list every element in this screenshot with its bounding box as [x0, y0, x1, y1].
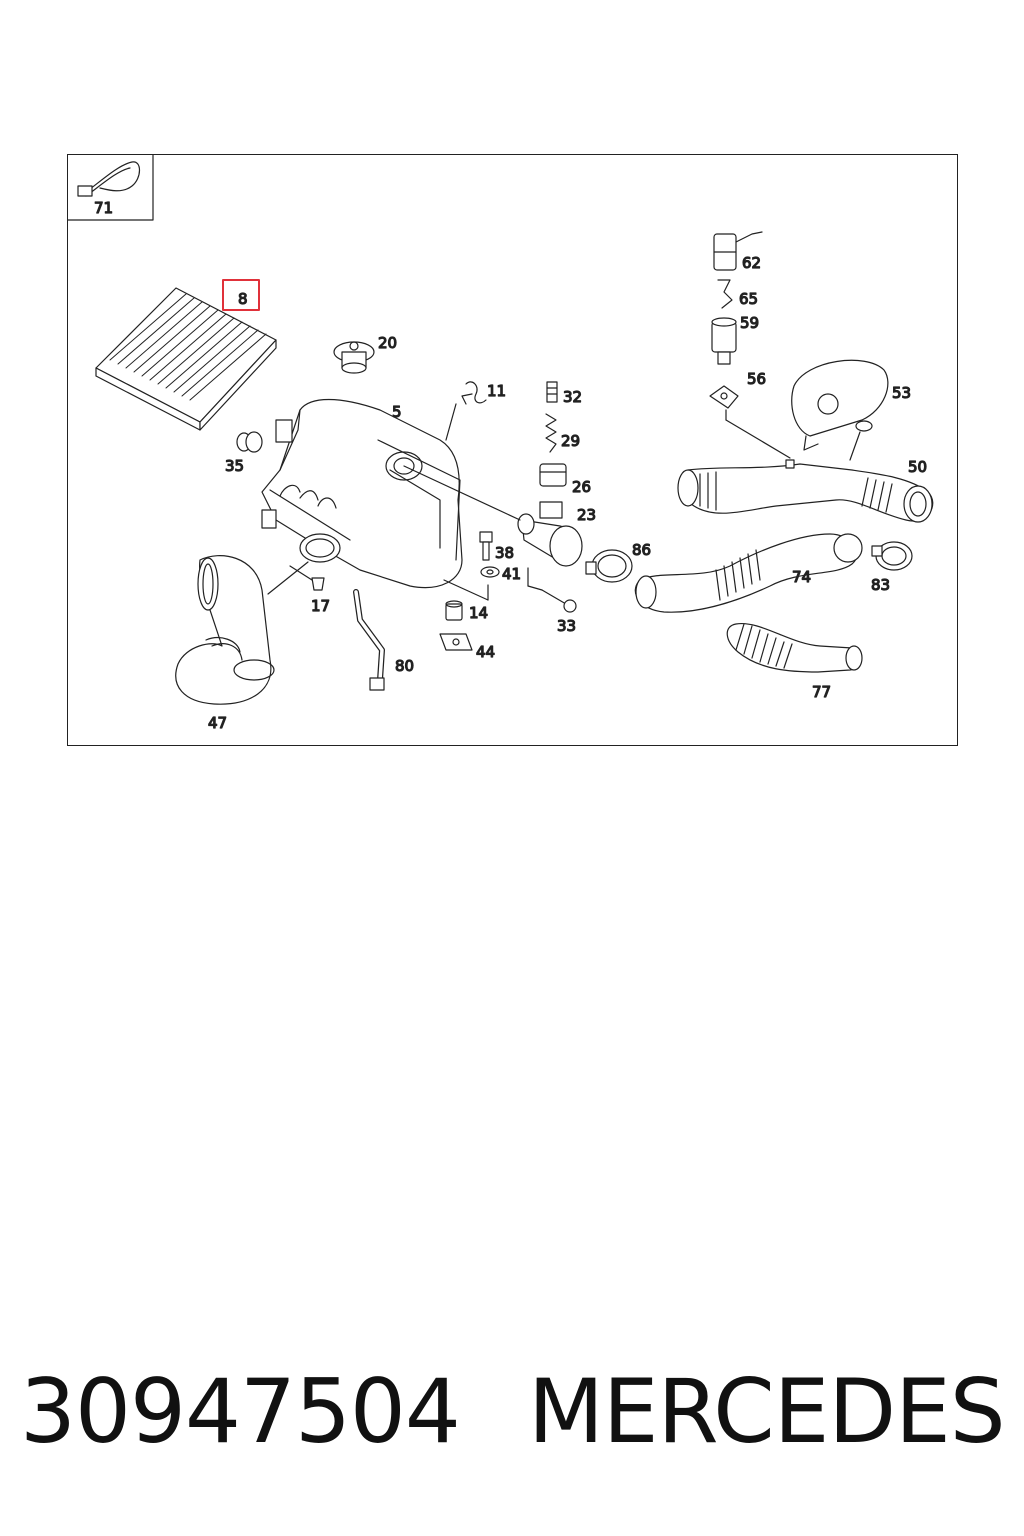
callout-50: 50 [908, 458, 927, 476]
callout-62: 62 [742, 254, 761, 272]
part-47-intake-duct [175, 555, 309, 705]
part-11-clip [445, 381, 487, 441]
part-74-hose [634, 533, 863, 613]
part-41-washer [480, 566, 500, 578]
part-83-clamp [871, 541, 913, 571]
callout-35: 35 [225, 457, 244, 475]
part-32-pin [546, 381, 558, 403]
part-59-sensor [711, 317, 737, 365]
callout-83: 83 [871, 576, 890, 594]
callout-86: 86 [632, 541, 651, 559]
part-44-bracket [439, 633, 473, 651]
callout-47: 47 [208, 714, 227, 732]
parts-diagram-svg: 71 8 20 11 [67, 154, 934, 733]
part-86-clamp [585, 549, 633, 583]
callout-17: 17 [311, 597, 330, 615]
part-56-clip [709, 385, 791, 459]
part-20-valve [333, 341, 375, 374]
callout-77: 77 [812, 683, 831, 701]
part-14-mount [445, 600, 463, 621]
part-17-nut [289, 565, 325, 591]
part-33-screw [527, 567, 577, 613]
callout-14: 14 [469, 604, 488, 622]
caption: 30947504 MERCEDES [0, 1360, 1024, 1470]
part-number: 30947504 [20, 1360, 461, 1463]
part-53-resonator [791, 359, 889, 461]
callout-23: 23 [577, 506, 596, 524]
part-62-connector [713, 231, 763, 271]
callout-80: 80 [395, 657, 414, 675]
callout-44: 44 [476, 643, 495, 661]
part-29-spring [545, 413, 557, 453]
part-38-bolt [479, 531, 493, 561]
part-80-hose [353, 589, 385, 691]
callout-56: 56 [747, 370, 766, 388]
brand-name: MERCEDES [528, 1360, 1006, 1463]
callout-5: 5 [392, 403, 402, 421]
air-box-housing [261, 398, 463, 589]
callout-41: 41 [502, 565, 521, 583]
callout-33: 33 [557, 617, 576, 635]
part-65-seal [717, 279, 733, 309]
parts-diagram [67, 154, 958, 746]
callout-8: 8 [238, 290, 248, 308]
inset-box-71: 71 [67, 154, 154, 221]
callout-20: 20 [378, 334, 397, 352]
callout-65: 65 [739, 290, 758, 308]
callout-71: 71 [94, 199, 113, 217]
callout-59: 59 [740, 314, 759, 332]
part-77-hose [726, 622, 863, 673]
cable-tie-icon [77, 161, 141, 197]
air-filter-element: 8 [95, 279, 277, 431]
callout-11: 11 [487, 382, 506, 400]
callout-29: 29 [561, 432, 580, 450]
part-50-air-duct [677, 459, 934, 523]
callout-74: 74 [792, 568, 811, 586]
callout-53: 53 [892, 384, 911, 402]
callout-26: 26 [572, 478, 591, 496]
callout-38: 38 [495, 544, 514, 562]
part-23-mass-air-flow-sensor [403, 465, 583, 567]
highlight-box [222, 279, 260, 311]
callout-32: 32 [563, 388, 582, 406]
part-26-connector [539, 463, 567, 487]
part-35-grommet [236, 431, 263, 453]
